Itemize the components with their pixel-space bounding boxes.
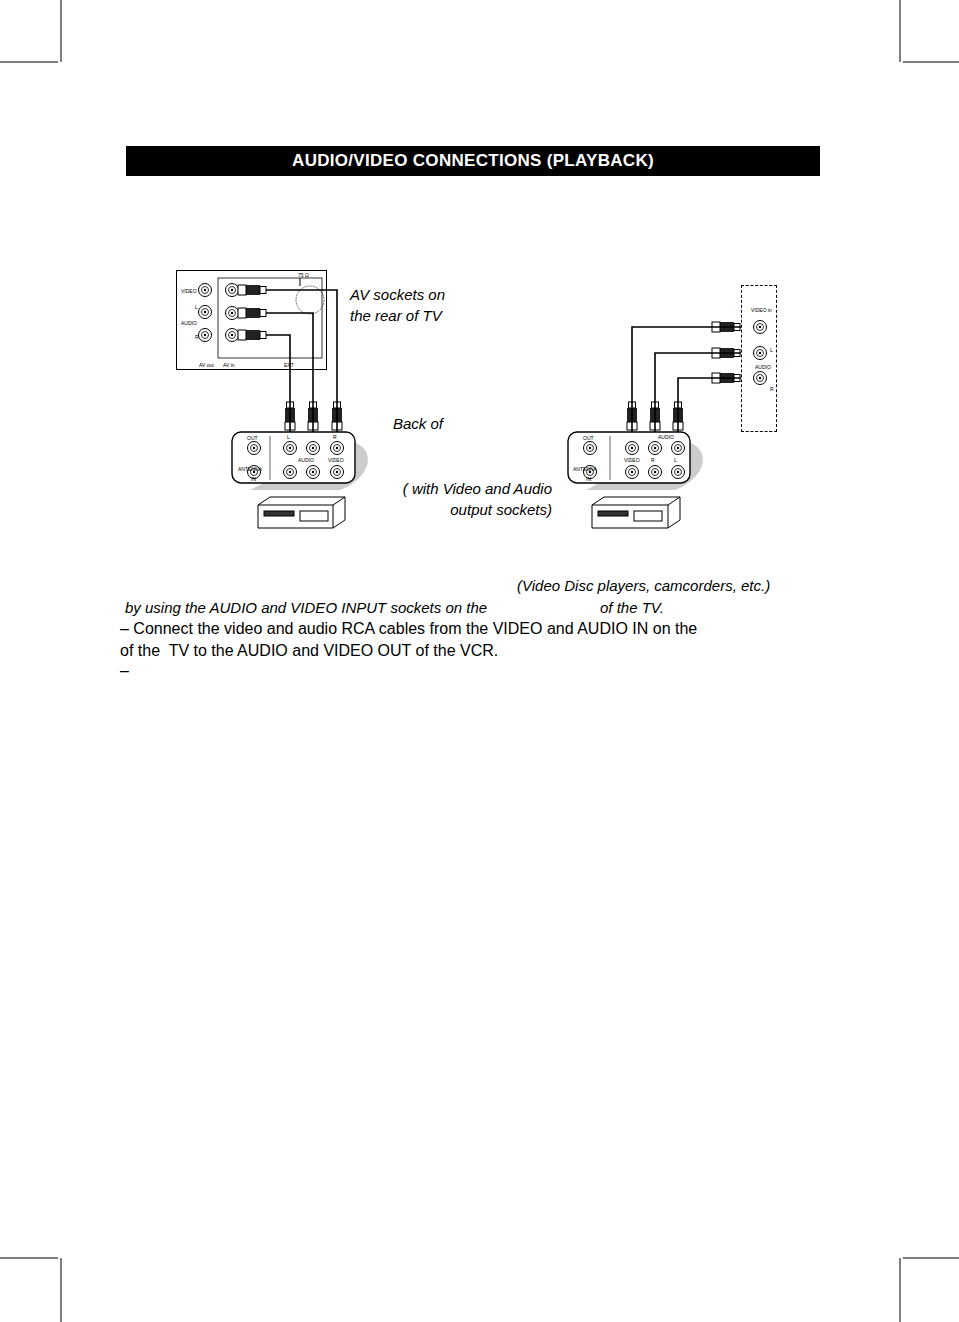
socket-label: L [770,347,773,353]
socket-label: R [333,434,337,440]
socket-label: VIDEO in [751,307,772,313]
socket-label: AUDIO [298,457,314,463]
vcr-back-panel: OUT VIDEO R AUDIO L ANTENNA IN [568,432,690,483]
socket-label: ANTENNA [238,466,262,472]
rca-cable [336,370,338,432]
socket-label: AUDIO [181,320,197,326]
socket-label: AUDIO [658,434,674,440]
tv-rear-panel: VIDEO L AUDIO R AV out AV in EXT 75 Ω [176,270,327,370]
socket-label: R [195,334,199,340]
tv-side-panel: VIDEO in L AUDIO R [741,285,777,432]
socket-label: OUT [247,435,258,441]
socket-label: VIDEO [624,457,640,463]
socket-label: VIDEO [328,457,344,463]
socket-label: IN [251,476,256,482]
instruction-text: of the TV to the AUDIO and VIDEO OUT of … [120,640,498,661]
instruction-text: – Connect the video and audio RCA cables… [120,618,697,639]
rca-cable [632,327,741,432]
callout-label: ( with Video and Audio output sockets) [372,478,552,520]
socket-label: AV out [199,362,214,368]
socket-label: IN [586,476,591,482]
socket-label: OUT [583,435,594,441]
note-text: of the TV. [600,597,664,618]
socket-label: 75 Ω [298,272,309,278]
socket-label: L [195,304,198,310]
vcr-back-panel: OUT L AUDIO R VIDEO ANTENNA IN [232,432,355,483]
note-text: by using the AUDIO and VIDEO INPUT socke… [125,597,487,618]
socket-label: AUDIO [755,364,771,370]
socket-label: VIDEO [181,288,197,294]
callout-label: Back of [393,413,443,434]
socket-label: R [770,386,774,392]
socket-label: AV in [223,362,235,368]
socket-label: R [651,457,655,463]
title-text: AUDIO/VIDEO CONNECTIONS (PLAYBACK) [292,151,654,171]
socket-label: L [287,434,290,440]
rca-cable [655,353,741,432]
rca-cable [312,370,314,432]
socket-label: EXT [284,362,294,368]
socket-label: ANTENNA [573,466,597,472]
instruction-text: – [120,660,129,681]
rca-cable [678,378,741,432]
socket-label: L [674,457,677,463]
note-text: (Video Disc players, camcorders, etc.) [517,575,770,596]
rca-cable [289,370,291,432]
callout-label: AV sockets on the rear of TV [350,284,460,326]
title-band: AUDIO/VIDEO CONNECTIONS (PLAYBACK) [126,146,820,176]
